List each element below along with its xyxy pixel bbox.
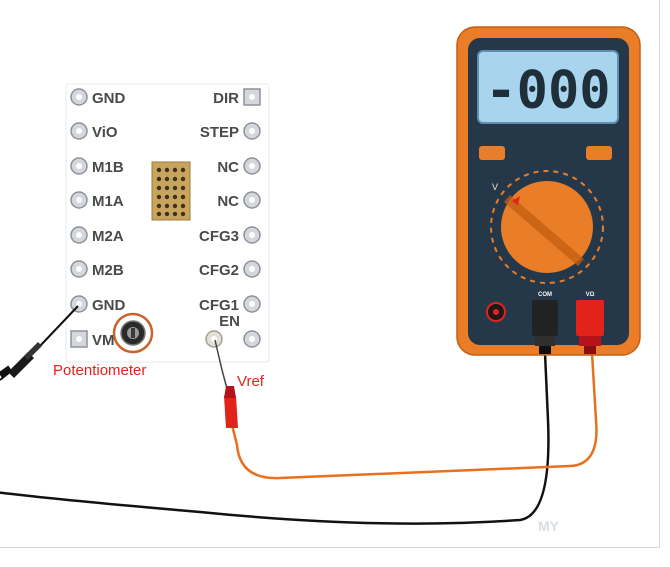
pin-label-nc-2: NC <box>217 193 239 210</box>
pin-label-en: EN <box>219 313 240 330</box>
v-jack-label: VΩ <box>586 292 595 298</box>
pin-label-step: STEP <box>200 124 239 141</box>
pin-label-cfg2: CFG2 <box>199 262 239 279</box>
pin-label-m2a: M2A <box>92 228 124 245</box>
red-plug <box>576 300 604 354</box>
ic-pad <box>151 161 191 221</box>
pin-label-m1a: M1A <box>92 193 124 210</box>
dial-v-mark: V <box>492 182 498 192</box>
potentiometer <box>112 312 154 354</box>
red-probe <box>214 339 238 428</box>
driver-board: GND ViO M1B M1A M2A M2B GND VM DIR STEP … <box>65 83 270 363</box>
pin-label-vm: VM <box>92 332 115 349</box>
pin-label-nc-1: NC <box>217 159 239 176</box>
pin-label-cfg1: CFG1 <box>199 297 239 314</box>
left-pin-labels: GND ViO M1B M1A M2A M2B GND VM <box>92 90 126 349</box>
pin-label-m2b: M2B <box>92 262 124 279</box>
black-wire <box>0 352 550 525</box>
lcd-reading: -000 <box>485 61 610 121</box>
rotary-dial <box>490 170 604 284</box>
red-wire <box>230 352 598 480</box>
lcd-display: -000 <box>477 50 619 124</box>
input-jacks: COM VΩ <box>486 292 595 322</box>
black-plug <box>532 300 558 354</box>
black-probe <box>0 305 79 381</box>
pin-label-gnd-top: GND <box>92 90 126 107</box>
left-function-button <box>479 146 505 160</box>
right-function-button <box>586 146 612 160</box>
right-pin-holes <box>243 88 261 348</box>
watermark: MY <box>538 518 560 534</box>
com-jack-label: COM <box>538 292 552 298</box>
pin-label-vio: ViO <box>92 124 118 141</box>
vref-test-point <box>205 330 223 348</box>
pin-label-m1b: M1B <box>92 159 124 176</box>
potentiometer-label: Potentiometer <box>53 362 146 379</box>
pin-label-dir: DIR <box>213 90 239 107</box>
multimeter: -000 V COM VΩ <box>456 26 641 356</box>
vref-label: Vref <box>237 373 265 390</box>
pin-label-cfg3: CFG3 <box>199 228 239 245</box>
right-pin-labels: DIR STEP NC NC CFG3 CFG2 CFG1 EN <box>199 90 240 330</box>
pin-label-gnd-bottom: GND <box>92 297 126 314</box>
